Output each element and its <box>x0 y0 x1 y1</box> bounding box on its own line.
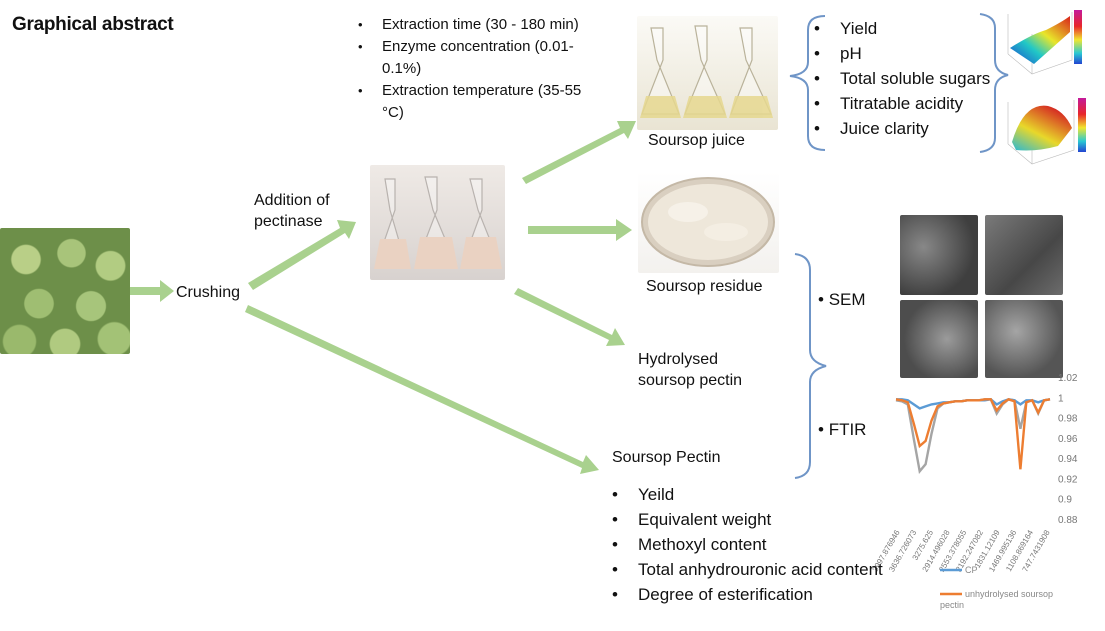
y-tick-label: 0.98 <box>1058 414 1078 425</box>
juice-flasks-image <box>637 16 778 130</box>
juice-property: Yield <box>812 16 990 41</box>
juice-properties-list: Yield pH Total soluble sugars Titratable… <box>812 16 990 141</box>
residue-label: Soursop residue <box>646 278 763 295</box>
ftir-label: • FTIR <box>818 420 867 439</box>
juice-property: pH <box>812 41 990 66</box>
surface-plot-2 <box>1007 98 1086 165</box>
ftir-chart: 1.0210.980.960.940.920.90.883997.8769463… <box>871 373 1078 610</box>
crushing-label: Crushing <box>176 284 241 301</box>
parameter-item: Extraction temperature (35-55 °C) <box>358 80 588 124</box>
y-tick-label: 0.92 <box>1058 474 1078 485</box>
addition-label: Addition of pectinase <box>254 192 330 230</box>
pectin-property: Degree of esterification <box>610 582 883 607</box>
pectin-property: Equivalent weight <box>610 507 883 532</box>
sem-image-4 <box>985 300 1063 378</box>
y-tick-label: 1 <box>1058 393 1064 404</box>
brace-surface-plots <box>979 13 1009 153</box>
sem-image-1 <box>900 215 978 295</box>
sem-label-text: SEM <box>828 290 866 309</box>
parameter-item: Enzyme concentration (0.01-0.1%) <box>358 36 588 80</box>
pectin-label: Soursop Pectin <box>612 449 721 466</box>
arrow-fruit-to-crushing <box>130 280 174 302</box>
y-tick-label: 0.9 <box>1058 495 1072 506</box>
surface-plot-1 <box>1007 10 1082 75</box>
hydrolysed-label: Hydrolysed soursop pectin <box>638 351 743 389</box>
arrow-to-pectin <box>245 305 599 474</box>
parameter-item: Extraction time (30 - 180 min) <box>358 14 588 36</box>
sem-image-2 <box>985 215 1063 295</box>
pectin-properties-list: Yeild Equivalent weight Methoxyl content… <box>610 482 883 607</box>
brace-residue-analysis <box>794 253 827 479</box>
juice-property: Titratable acidity <box>812 91 990 116</box>
pectinase-flasks-image <box>370 165 505 280</box>
page-title: Graphical abstract <box>12 14 174 35</box>
soursop-fruit-image <box>0 228 130 354</box>
legend-label-cp: CP <box>965 565 978 575</box>
y-tick-label: 1.02 <box>1058 373 1078 384</box>
arrow-to-hydrolysed <box>514 288 625 346</box>
residue-image <box>638 172 779 273</box>
arrow-to-flasks <box>248 220 356 290</box>
y-tick-label: 0.94 <box>1058 454 1078 465</box>
parameter-list: Extraction time (30 - 180 min) Enzyme co… <box>358 14 588 124</box>
sem-image-3 <box>900 300 978 378</box>
series-line-orange <box>895 397 1051 470</box>
juice-property: Total soluble sugars <box>812 66 990 91</box>
arrow-to-residue <box>528 219 632 241</box>
juice-property: Juice clarity <box>812 116 990 141</box>
juice-flask-drawing <box>640 25 773 118</box>
y-tick-label: 0.96 <box>1058 434 1078 445</box>
flask-drawing <box>374 176 502 269</box>
brace-juice-properties <box>789 15 826 151</box>
y-tick-label: 0.88 <box>1058 515 1078 526</box>
residue-dish <box>641 177 775 267</box>
sem-label: • SEM <box>818 290 866 309</box>
series-line-grey <box>895 398 1051 475</box>
arrow-to-juice <box>522 121 636 184</box>
pectin-property: Total anhydrouronic acid content <box>610 557 883 582</box>
juice-label: Soursop juice <box>648 132 745 149</box>
pectin-property: Methoxyl content <box>610 532 883 557</box>
pectin-property: Yeild <box>610 482 883 507</box>
ftir-label-text: FTIR <box>828 420 867 439</box>
